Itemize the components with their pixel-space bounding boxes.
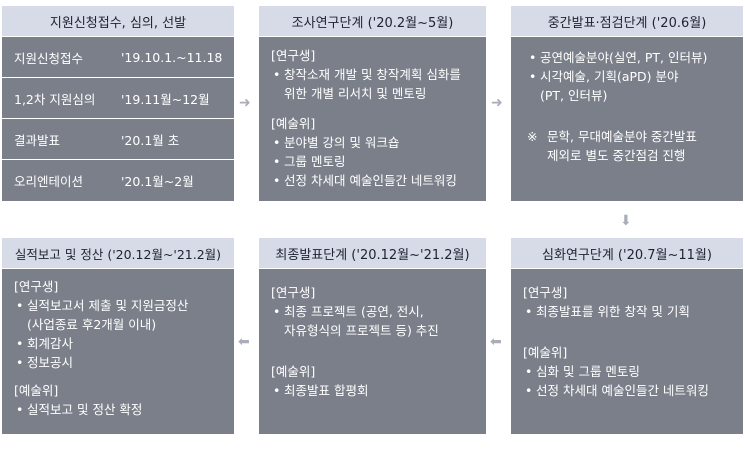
group-council: [예술위] 분야별 강의 및 워크숍 그룹 멘토링 선정 차세대 예술인들간 네… [271, 114, 476, 190]
schedule-date: '20.1월 초 [121, 132, 180, 148]
group-researchers: [연구생] 최종발표를 위한 창작 및 기획 [523, 283, 733, 321]
note: ※ 문학, 무대예술분야 중간발표 제외로 별도 중간점검 진행 [527, 127, 733, 165]
schedule-date: '19.10.1.~11.18 [121, 49, 223, 65]
note-text: 문학, 무대예술분야 중간발표 제외로 별도 중간점검 진행 [547, 129, 697, 163]
list-item: 최종발표 합평회 [271, 381, 476, 400]
schedule-label: 결과발표 [14, 132, 61, 148]
list-item: 선정 차세대 예술인들간 네트워킹 [271, 171, 476, 190]
group-title: [연구생] [271, 285, 316, 300]
schedule-row: 1,2차 지원심의 '19.11월~12월 [2, 78, 234, 118]
stage-panel-research: 조사연구단계 ('20.2월~5월) [연구생] 창작소재 개발 및 창작계획 … [259, 6, 486, 201]
list-item: 실적보고서 제출 및 지원금정산 (사업종료 후2개월 이내) [14, 296, 224, 334]
stage-title: 조사연구단계 ('20.2월~5월) [259, 6, 486, 36]
list-item: 분야별 강의 및 워크숍 [271, 133, 476, 152]
list-item: 최종발표를 위한 창작 및 기획 [523, 302, 733, 321]
list-item: 공연예술분야(실연, PT, 인터뷰) [527, 48, 733, 67]
group-title: [연구생] [523, 285, 568, 300]
group-researchers: [연구생] 창작소재 개발 및 창작계획 심화를 위한 개별 리서치 및 멘토링 [271, 46, 476, 103]
list-item: 창작소재 개발 및 창작계획 심화를 위한 개별 리서치 및 멘토링 [271, 65, 476, 103]
group-researchers: [연구생] 실적보고서 제출 및 지원금정산 (사업종료 후2개월 이내) 회계… [14, 277, 224, 372]
stage-panel-report: 실적보고 및 정산 ('20.12월~'21.2월) [연구생] 실적보고서 제… [2, 238, 234, 434]
group-council: [예술위] 심화 및 그룹 멘토링 선정 차세대 예술인들간 네트워킹 [523, 343, 733, 400]
schedule-label: 1,2차 지원심의 [14, 91, 96, 107]
list-item: 정보공시 [14, 353, 224, 372]
list-item: 최종 프로젝트 (공연, 전시, 자유형식의 프로젝트 등) 추진 [271, 302, 476, 340]
group-title: [연구생] [14, 279, 59, 294]
group-title: [예술위] [14, 383, 59, 398]
schedule-date: '20.1월~2월 [121, 174, 194, 189]
arrow-right-icon: ➜ [239, 95, 251, 111]
schedule-label: 오리엔테이션 [14, 174, 84, 189]
stage-title: 심화연구단계 ('20.7월~11월) [511, 238, 743, 268]
schedule-row: 지원신청접수 '19.10.1.~11.18 [2, 37, 234, 77]
arrow-down-icon: ⬇ [620, 213, 632, 229]
group-council: [예술위] 최종발표 합평회 [271, 362, 476, 400]
list-item: 시각예술, 기획(aPD) 분야 (PT, 인터뷰) [527, 67, 733, 105]
list-item: 선정 차세대 예술인들간 네트워킹 [523, 381, 733, 400]
stage-title: 최종발표단계 ('20.12월~'21.2월) [259, 238, 486, 268]
group-researchers: [연구생] 최종 프로젝트 (공연, 전시, 자유형식의 프로젝트 등) 추진 [271, 283, 476, 340]
group-title: [예술위] [523, 345, 568, 360]
schedule-date: '19.11월~12월 [121, 91, 210, 107]
list-item: 심화 및 그룹 멘토링 [523, 362, 733, 381]
note-mark: ※ [527, 129, 538, 144]
group-council: [예술위] 실적보고 및 정산 확정 [14, 381, 224, 419]
group-title: [예술위] [271, 364, 316, 379]
schedule-label: 지원신청접수 [14, 50, 84, 66]
stage-title: 지원신청접수, 심의, 선발 [2, 6, 234, 36]
list-item: 회계감사 [14, 334, 224, 353]
stage-panel-midterm: 중간발표·점검단계 ('20.6월) 공연예술분야(실연, PT, 인터뷰) 시… [511, 6, 743, 201]
arrow-right-icon: ➜ [491, 95, 503, 111]
arrow-left-icon: ⬅ [238, 334, 250, 350]
list-item: 그룹 멘토링 [271, 152, 476, 171]
list-item: 실적보고 및 정산 확정 [14, 400, 224, 419]
group-title: [예술위] [271, 116, 316, 131]
arrow-left-icon: ⬅ [490, 334, 502, 350]
stage-title: 실적보고 및 정산 ('20.12월~'21.2월) [2, 238, 234, 268]
schedule-row: 결과발표 '20.1월 초 [2, 119, 234, 159]
schedule-row: 오리엔테이션 '20.1월~2월 [2, 160, 234, 201]
stage-panel-advanced: 심화연구단계 ('20.7월~11월) [연구생] 최종발표를 위한 창작 및 … [511, 238, 743, 434]
stage-panel-application: 지원신청접수, 심의, 선발 지원신청접수 '19.10.1.~11.18 1,… [2, 6, 234, 201]
stage-panel-final: 최종발표단계 ('20.12월~'21.2월) [연구생] 최종 프로젝트 (공… [259, 238, 486, 434]
stage-title: 중간발표·점검단계 ('20.6월) [511, 6, 743, 36]
group-title: [연구생] [271, 48, 316, 63]
